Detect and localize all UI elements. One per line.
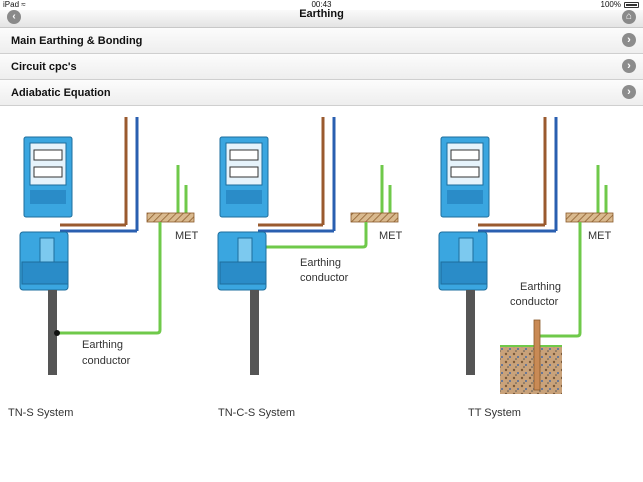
met-label-tt: MET bbox=[588, 230, 612, 242]
tt-system-label: TT System bbox=[468, 407, 521, 419]
tn-s-system-label: TN-S System bbox=[8, 407, 73, 419]
wifi-icon: ≈ bbox=[21, 0, 26, 9]
earthing-conductor-label-tn-s: Earthing bbox=[82, 339, 123, 351]
earthing-conductor-label-tt: Earthing bbox=[520, 281, 561, 293]
earthing-diagram-svg: MET Earthing conductor TN-S System MET bbox=[8, 117, 614, 419]
battery-icon bbox=[624, 2, 639, 8]
tn-s-system: MET Earthing conductor TN-S System bbox=[8, 117, 199, 419]
tn-c-s-system-label: TN-C-S System bbox=[218, 407, 295, 419]
menu-item-label: Circuit cpc's bbox=[11, 61, 77, 73]
status-bar: iPad ≈ 00:43 100% bbox=[0, 0, 643, 10]
earthing-conductor-label-tn-c-s: Earthing bbox=[300, 257, 341, 269]
menu-item-circuit-cpc[interactable]: Circuit cpc's › bbox=[0, 54, 643, 80]
tn-c-s-system: MET Earthing conductor TN-C-S System bbox=[217, 117, 403, 419]
menu-item-label: Main Earthing & Bonding bbox=[11, 35, 143, 47]
chevron-right-icon: › bbox=[622, 59, 636, 73]
earthing-conductor-label-tt-line2: conductor bbox=[510, 296, 559, 308]
home-button[interactable]: ⌂ bbox=[622, 10, 636, 24]
menu-item-main-earthing[interactable]: Main Earthing & Bonding › bbox=[0, 28, 643, 54]
home-icon: ⌂ bbox=[625, 11, 633, 22]
earthing-conductor-label-tn-c-s-line2: conductor bbox=[300, 272, 349, 284]
battery-percent: 100% bbox=[600, 0, 621, 9]
chevron-right-icon: › bbox=[622, 33, 636, 47]
menu-item-label: Adiabatic Equation bbox=[11, 87, 111, 99]
device-label: iPad ≈ bbox=[3, 0, 26, 9]
tt-system: MET Earthing conductor TT System bbox=[438, 117, 614, 419]
battery-status: 100% bbox=[601, 0, 639, 10]
met-label-tn-c-s: MET bbox=[379, 230, 403, 242]
chevron-right-icon: › bbox=[622, 85, 636, 99]
back-button[interactable]: ‹ bbox=[7, 10, 21, 24]
back-arrow-icon: ‹ bbox=[12, 11, 16, 22]
met-label-tn-s: MET bbox=[175, 230, 199, 242]
earthing-systems-diagram: MET Earthing conductor TN-S System MET bbox=[0, 110, 643, 482]
navigation-bar: ‹ Earthing ⌂ bbox=[0, 8, 643, 28]
menu-item-adiabatic[interactable]: Adiabatic Equation › bbox=[0, 80, 643, 106]
earthing-conductor-label-tn-s-line2: conductor bbox=[82, 355, 131, 367]
status-time: 00:43 bbox=[311, 0, 332, 9]
page-title: Earthing bbox=[299, 8, 344, 20]
menu-list: Main Earthing & Bonding › Circuit cpc's … bbox=[0, 28, 643, 106]
